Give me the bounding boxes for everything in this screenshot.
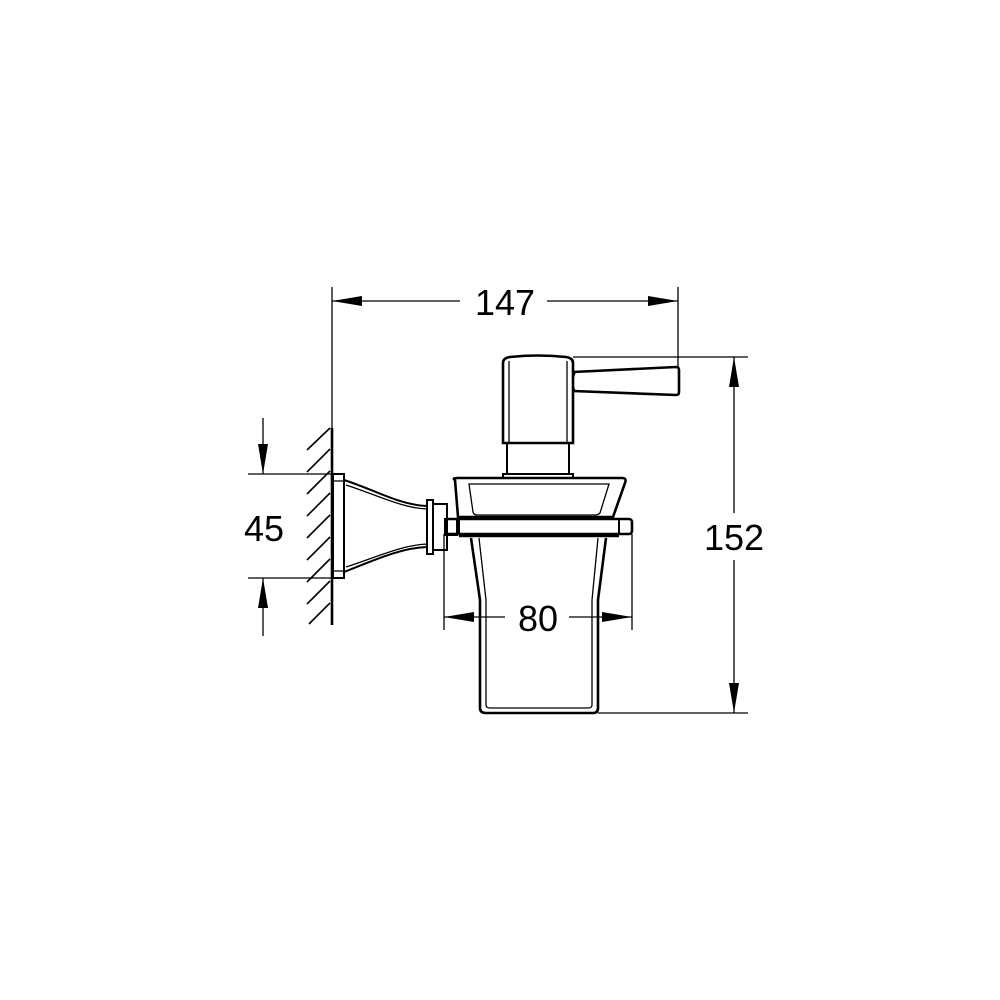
wall-hatching	[306, 427, 331, 625]
holder-ring	[444, 476, 634, 538]
pump-head	[501, 354, 681, 479]
dimension-80: 80	[443, 534, 633, 639]
glass-cup	[469, 537, 608, 715]
wall	[306, 427, 334, 625]
dimension-147: 147	[331, 282, 679, 428]
wall-bracket	[332, 473, 458, 579]
dimension-45: 45	[244, 418, 333, 636]
dimension-label-80: 80	[518, 598, 558, 639]
dimension-label-147: 147	[475, 282, 535, 323]
dimension-label-45: 45	[244, 508, 284, 549]
dimension-152: 152	[573, 356, 764, 714]
dimension-label-152: 152	[704, 517, 764, 558]
